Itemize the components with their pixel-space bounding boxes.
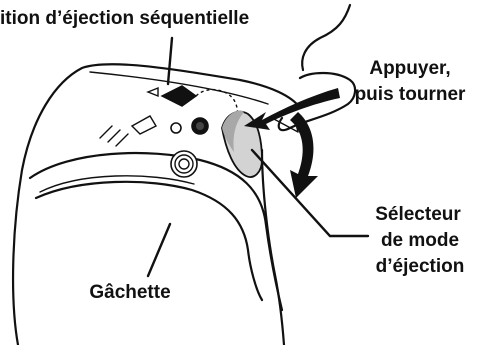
press-arrow-icon — [244, 88, 340, 130]
leader-trigger — [148, 224, 170, 276]
triple-arrow-icon — [100, 116, 156, 146]
sequential-indicator — [162, 86, 196, 106]
housing-right-edge — [262, 150, 284, 345]
sequential-mode-symbol — [148, 86, 196, 106]
label-press-line2: puis tourner — [355, 84, 466, 105]
label-sequential-position: ition d’éjection séquentielle — [0, 8, 249, 29]
small-hole — [171, 123, 181, 133]
label-selector-line1: Sélecteur — [375, 204, 461, 225]
label-selector-line3: d’éjection — [376, 256, 465, 277]
label-press-line1: Appuyer, — [369, 58, 450, 79]
rotate-arrow-icon — [290, 112, 318, 198]
single-arrow-icon — [148, 88, 158, 96]
indicator-hole-ring — [196, 122, 204, 130]
hand-outline — [302, 5, 350, 70]
label-trigger: Gâchette — [89, 282, 170, 303]
leader-top — [168, 38, 172, 84]
label-selector-line2: de mode — [381, 230, 459, 251]
screw-core — [179, 159, 189, 169]
